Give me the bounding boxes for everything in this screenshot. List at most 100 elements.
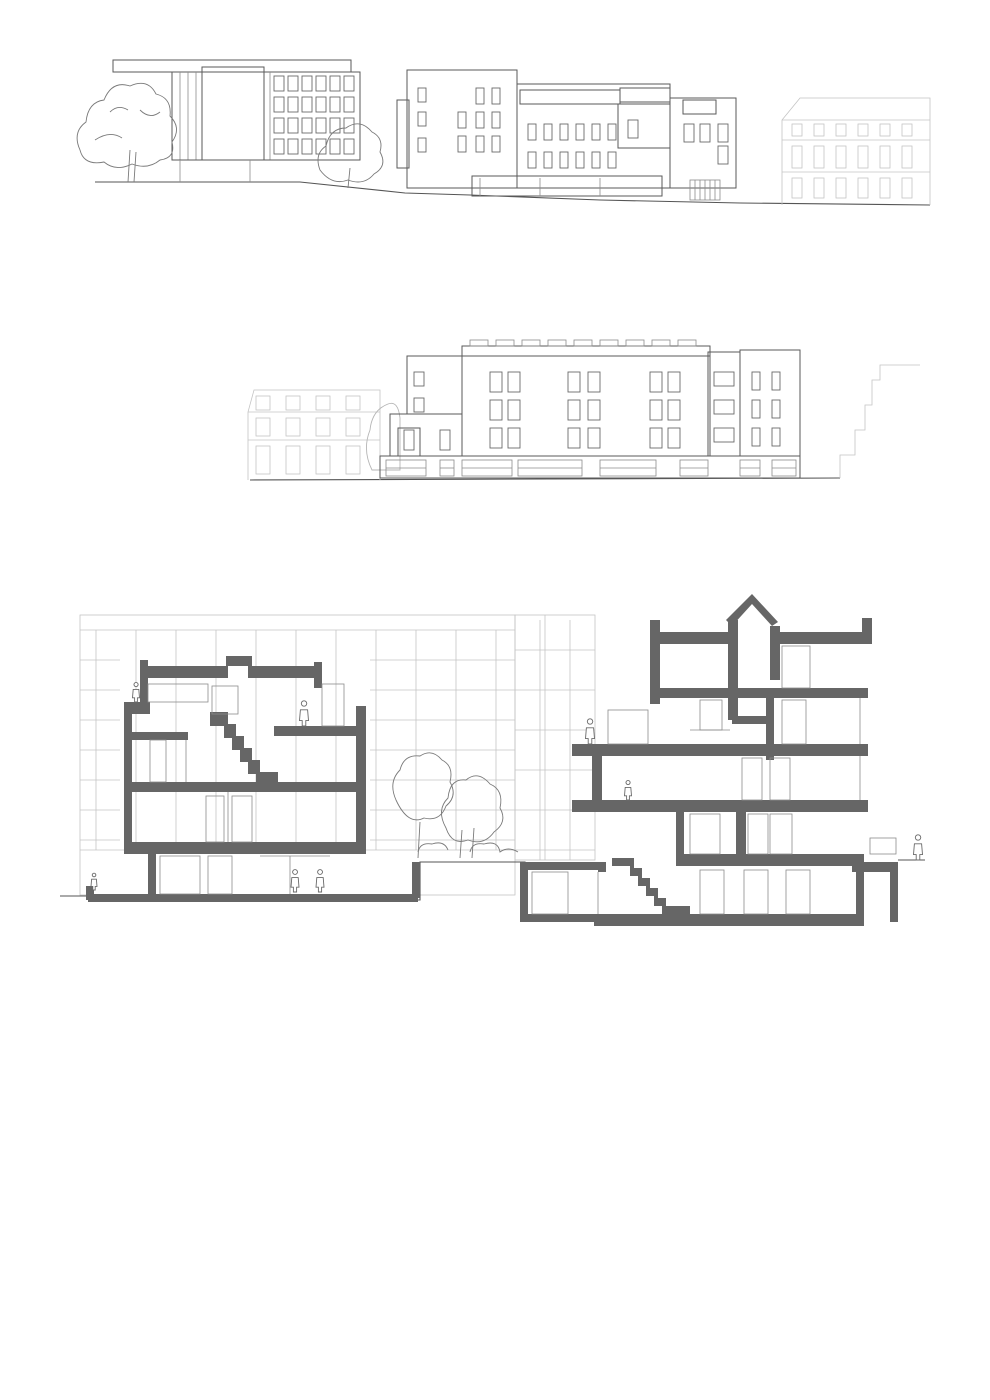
- elevation-1-left-block: [112, 59, 361, 182]
- window: [413, 371, 425, 387]
- window: [683, 123, 695, 143]
- window: [699, 123, 711, 143]
- window: [667, 399, 681, 421]
- elevation-1-tree-left: [76, 82, 177, 183]
- roof-panel: [495, 339, 515, 347]
- balcony: [713, 399, 735, 415]
- window: [287, 138, 299, 155]
- window: [489, 371, 503, 393]
- window: [315, 75, 327, 92]
- section-right-stair: [612, 858, 690, 914]
- roof-panel: [677, 339, 697, 347]
- building-section: [60, 594, 925, 926]
- window: [301, 75, 313, 92]
- elevation-2-windows: [403, 371, 781, 451]
- window: [857, 177, 869, 199]
- window: [343, 117, 355, 134]
- elevation-2-roof-panels: [469, 339, 697, 347]
- window: [403, 429, 415, 451]
- window: [717, 145, 729, 165]
- window: [287, 117, 299, 134]
- elevation-2-terrace-windows: [255, 395, 361, 475]
- window: [649, 371, 663, 393]
- elevation-1-centre-windows: [417, 87, 729, 169]
- window: [627, 119, 639, 139]
- window: [717, 123, 729, 143]
- window: [301, 96, 313, 113]
- window: [315, 445, 331, 475]
- window: [417, 111, 427, 127]
- window: [567, 427, 581, 449]
- person: [299, 700, 309, 727]
- roof-panel: [547, 339, 567, 347]
- elevation-2-shopfronts: [385, 459, 797, 477]
- window: [287, 75, 299, 92]
- window: [667, 427, 681, 449]
- window: [343, 96, 355, 113]
- window: [491, 135, 501, 153]
- window: [489, 427, 503, 449]
- window: [329, 117, 341, 134]
- window: [813, 123, 825, 137]
- window: [475, 111, 485, 129]
- window: [273, 117, 285, 134]
- person: [913, 834, 923, 861]
- window: [345, 395, 361, 411]
- window: [417, 137, 427, 153]
- window: [255, 445, 271, 475]
- person: [624, 780, 632, 801]
- window: [285, 445, 301, 475]
- window: [273, 75, 285, 92]
- section-background-grid: [80, 620, 595, 860]
- window: [575, 123, 585, 141]
- window: [835, 145, 847, 169]
- elevation-1-left-windows: [273, 75, 355, 155]
- window: [567, 399, 581, 421]
- window: [559, 123, 569, 141]
- person: [585, 718, 595, 745]
- window: [301, 138, 313, 155]
- window: [649, 399, 663, 421]
- window: [255, 417, 271, 437]
- window: [315, 395, 331, 411]
- window: [507, 427, 521, 449]
- balcony: [713, 371, 735, 387]
- window: [857, 145, 869, 169]
- window: [457, 135, 467, 153]
- window: [507, 399, 521, 421]
- window: [879, 177, 891, 199]
- person: [132, 682, 140, 703]
- window: [315, 138, 327, 155]
- street-elevation-1: [76, 59, 931, 206]
- window: [607, 123, 617, 141]
- window: [489, 399, 503, 421]
- window: [475, 135, 485, 153]
- window: [751, 427, 761, 447]
- window: [439, 429, 451, 451]
- elevation-1-terrace-right: [781, 97, 931, 205]
- elevation-1-centre-building: [396, 69, 737, 201]
- window: [315, 417, 331, 437]
- window: [567, 371, 581, 393]
- balcony: [713, 427, 735, 443]
- window: [285, 417, 301, 437]
- window: [329, 75, 341, 92]
- window: [255, 395, 271, 411]
- window: [649, 427, 663, 449]
- window: [559, 151, 569, 169]
- elevation-1-tree-right: [317, 123, 384, 189]
- person: [315, 869, 325, 893]
- section-left-stair: [210, 712, 278, 782]
- window: [813, 177, 825, 199]
- window: [857, 123, 869, 137]
- window: [329, 138, 341, 155]
- section-left-interior: [147, 683, 345, 895]
- window: [315, 96, 327, 113]
- window: [879, 123, 891, 137]
- window: [791, 177, 803, 199]
- window: [273, 138, 285, 155]
- roof-panel: [573, 339, 593, 347]
- roof-panel: [599, 339, 619, 347]
- window: [591, 151, 601, 169]
